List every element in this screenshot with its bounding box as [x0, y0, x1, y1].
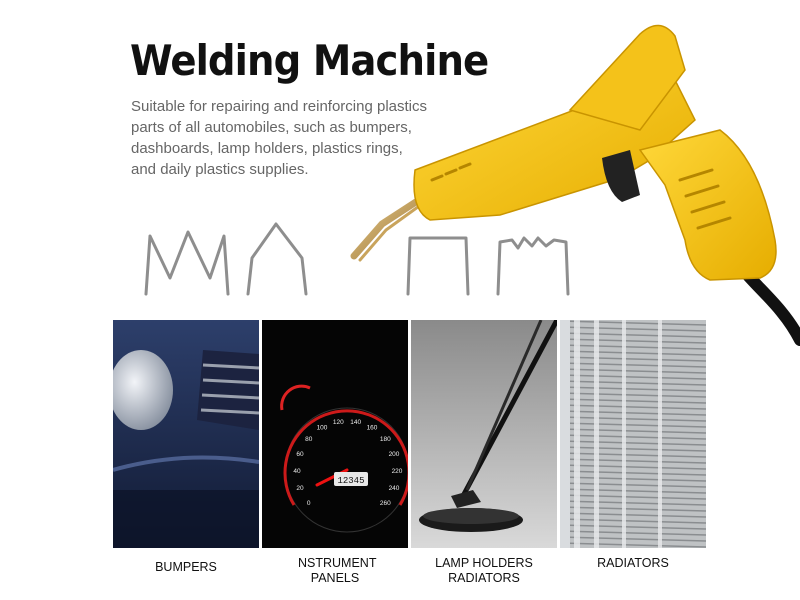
lamp-holder-photo	[411, 320, 557, 548]
speed-tick-label: 180	[380, 436, 391, 443]
speed-tick-label: 0	[307, 500, 311, 507]
caption-lamp-holders: LAMP HOLDERS RADIATORS	[435, 556, 533, 585]
speed-tick-label: 260	[380, 500, 391, 507]
speed-tick-label: 140	[350, 419, 361, 426]
caption-instrument-panels: NSTRUMENT PANELS	[298, 556, 377, 585]
page-title: Welding Machine	[130, 36, 489, 85]
speed-tick-label: 200	[389, 451, 400, 458]
product-description: Suitable for repairing and reinforcing p…	[131, 98, 427, 178]
odometer-readout: 12345	[337, 476, 364, 486]
speed-tick-label: 40	[293, 468, 301, 475]
speed-tick-label: 100	[317, 425, 328, 432]
speed-tick-label: 240	[389, 485, 400, 492]
speed-tick-label: 120	[333, 419, 344, 426]
welding-gun-icon	[350, 24, 800, 346]
caption-bumpers: BUMPERS	[155, 560, 217, 574]
bumpers-photo	[113, 320, 259, 548]
staples-set	[144, 222, 570, 296]
flat-staple-icon	[406, 236, 470, 296]
speed-tick-label: 80	[305, 436, 313, 443]
caption-radiators: RADIATORS	[597, 556, 669, 570]
speed-tick-label: 20	[296, 485, 304, 492]
wave-staple-icon	[144, 230, 230, 296]
speed-tick-label: 220	[392, 468, 403, 475]
v-staple-icon	[246, 222, 308, 296]
radiator-photo	[560, 320, 706, 548]
crinkle-staple-icon	[496, 236, 570, 296]
speed-tick-label: 160	[367, 425, 378, 432]
speed-tick-label: 60	[296, 451, 304, 458]
